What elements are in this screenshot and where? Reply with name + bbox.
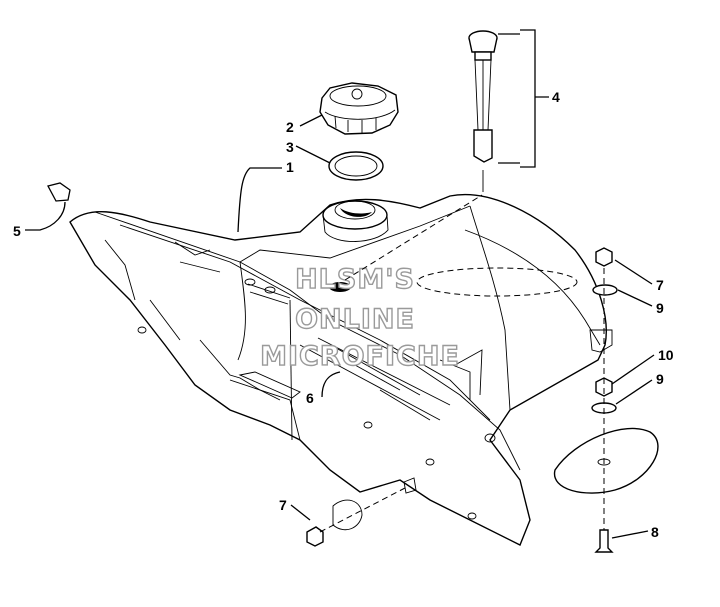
mounting-plate bbox=[553, 427, 659, 494]
callouts: 1 2 3 4 5 6 7 7 8 9 9 10 bbox=[13, 89, 674, 540]
callout-6: 6 bbox=[306, 390, 314, 406]
callout-3: 3 bbox=[286, 139, 294, 155]
leader-2 bbox=[299, 114, 323, 127]
fuel-cap bbox=[319, 82, 399, 135]
clip-5 bbox=[47, 182, 71, 202]
leader-6 bbox=[321, 371, 341, 398]
leader-9-upper bbox=[617, 289, 653, 307]
callout-4: 4 bbox=[552, 89, 560, 105]
leader-3 bbox=[295, 145, 331, 164]
callout-10: 10 bbox=[658, 347, 674, 363]
watermark-line-3: MICROFICHE bbox=[260, 341, 460, 372]
callout-2: 2 bbox=[286, 119, 294, 135]
callout-9-upper: 9 bbox=[656, 300, 664, 316]
nut-7-lower bbox=[306, 526, 324, 547]
callout-7-upper: 7 bbox=[656, 277, 664, 293]
leader-1 bbox=[237, 167, 282, 233]
watermark: HLSM'S ONLINE MICROFICHE bbox=[259, 263, 460, 372]
leader-7-upper bbox=[614, 259, 653, 285]
leader-lines bbox=[25, 29, 655, 539]
leader-5 bbox=[25, 201, 66, 231]
fuel-tank bbox=[69, 193, 613, 546]
leader-4-bracket bbox=[498, 29, 549, 168]
gasket bbox=[328, 151, 384, 181]
fuel-gauge bbox=[468, 30, 498, 192]
bolt-8 bbox=[594, 529, 614, 553]
washer-9-upper bbox=[592, 284, 618, 296]
leader-7-lower bbox=[290, 504, 311, 521]
callout-8: 8 bbox=[651, 524, 659, 540]
leader-9-lower bbox=[615, 379, 653, 405]
watermark-line-1: HLSM'S bbox=[295, 264, 415, 295]
leader-10 bbox=[611, 354, 655, 385]
hardware bbox=[306, 194, 659, 553]
nut-7-upper bbox=[595, 247, 613, 267]
watermark-line-2: ONLINE bbox=[295, 304, 415, 335]
callout-5: 5 bbox=[13, 223, 21, 239]
callout-9-lower: 9 bbox=[656, 371, 664, 387]
callout-1: 1 bbox=[286, 159, 294, 175]
leader-8 bbox=[611, 530, 649, 539]
callout-7-lower: 7 bbox=[279, 497, 287, 513]
